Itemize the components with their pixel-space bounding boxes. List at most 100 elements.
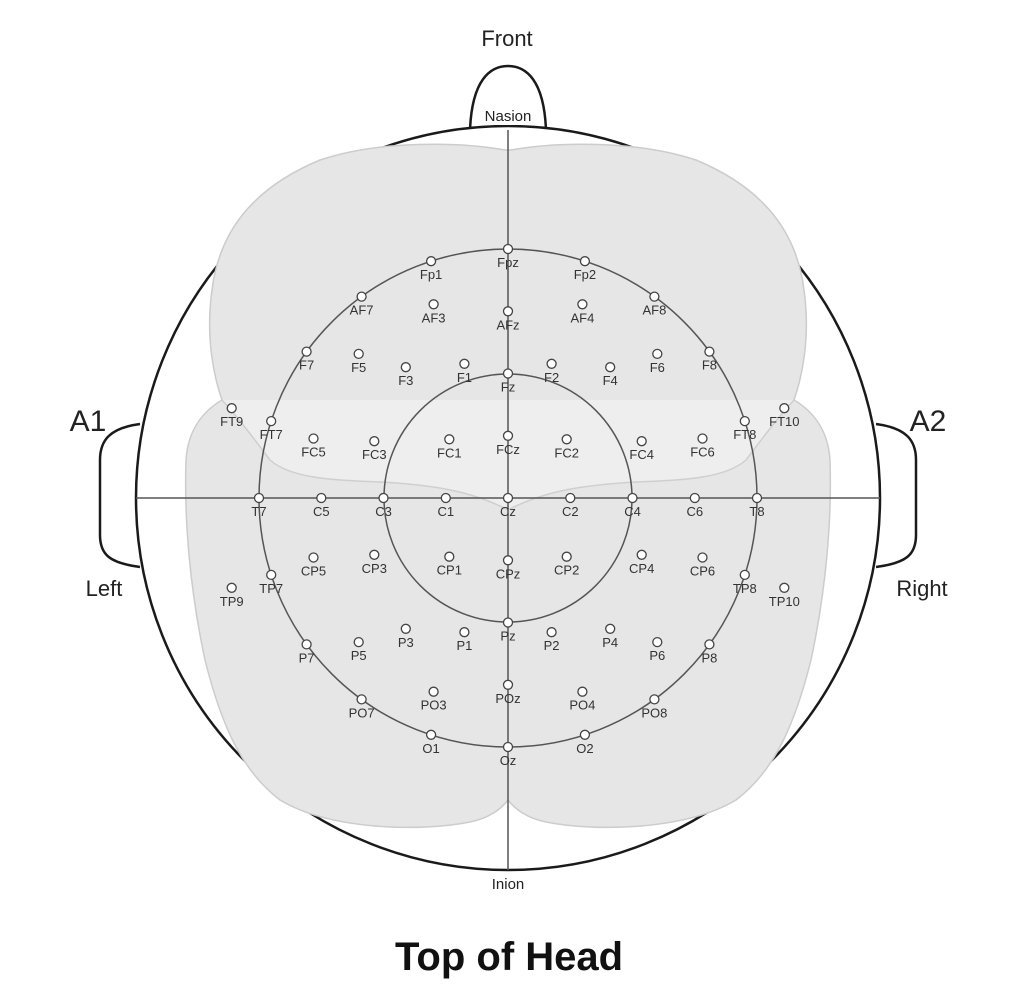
- electrode-t7-marker: [253, 492, 265, 504]
- electrode-c1-marker: [440, 492, 451, 504]
- electrode-cp1-label: CP1: [437, 563, 462, 578]
- electrode-c2-label: C2: [562, 504, 579, 519]
- electrode-cp6-marker: [697, 552, 708, 563]
- electrode-af4-marker: [577, 299, 588, 310]
- electrode-f2-label: F2: [544, 370, 559, 385]
- electrode-cp4-marker: [636, 549, 647, 560]
- electrode-af8-label: AF8: [642, 303, 666, 318]
- electrode-fc5-marker: [308, 433, 319, 444]
- electrode-c4-label: C4: [624, 504, 641, 519]
- electrode-t7-label: T7: [251, 504, 266, 519]
- a1-label: A1: [70, 405, 107, 438]
- electrode-p4-marker: [605, 623, 616, 634]
- electrode-fc6-label: FC6: [690, 445, 715, 460]
- electrode-f4-marker: [605, 362, 616, 373]
- electrode-p7-label: P7: [299, 650, 315, 665]
- electrode-po8-label: PO8: [641, 705, 667, 720]
- electrode-tp9-marker: [226, 582, 237, 593]
- electrode-ft7-marker: [266, 415, 277, 427]
- electrode-f5-label: F5: [351, 360, 366, 375]
- electrode-f6-marker: [652, 348, 663, 360]
- electrode-p1-marker: [459, 627, 470, 638]
- nasion-label-bg: [477, 105, 539, 125]
- electrode-c5-marker: [316, 492, 327, 504]
- electrode-fc1-marker: [444, 434, 455, 445]
- electrode-fpz-marker: [502, 243, 514, 255]
- electrode-ft10-marker: [779, 403, 790, 414]
- electrode-afz-marker: [502, 306, 514, 317]
- right-ear-outline: [875, 422, 918, 569]
- electrode-po7-label: PO7: [349, 705, 375, 720]
- electrode-af7-marker: [356, 291, 367, 302]
- electrode-f8-marker: [704, 346, 715, 357]
- electrode-po8-marker: [649, 694, 660, 705]
- electrode-ft7-label: FT7: [260, 427, 283, 442]
- electrode-poz-marker: [502, 679, 514, 690]
- electrode-f3-label: F3: [398, 373, 413, 388]
- electrode-fp1-marker: [425, 256, 437, 267]
- electrode-cp2-marker: [561, 551, 572, 562]
- electrode-fcz-label: FCz: [496, 442, 520, 457]
- electrode-tp8-label: TP8: [733, 581, 757, 596]
- electrode-p6-label: P6: [649, 648, 665, 663]
- front-label: Front: [481, 26, 532, 51]
- electrode-af8-marker: [649, 291, 660, 302]
- electrode-cz-label: Cz: [500, 504, 516, 519]
- electrode-f2-marker: [546, 358, 557, 369]
- electrode-pz-marker: [502, 617, 514, 628]
- electrode-fc5-label: FC5: [301, 445, 326, 460]
- electrode-fc2-marker: [561, 434, 572, 445]
- electrode-ft9-marker: [226, 403, 237, 414]
- electrode-fz-marker: [502, 368, 514, 379]
- electrode-c4-marker: [627, 492, 638, 504]
- electrode-c6-marker: [689, 492, 700, 504]
- electrode-p5-marker: [353, 636, 364, 648]
- electrode-p3-label: P3: [398, 635, 414, 650]
- electrode-po3-label: PO3: [421, 698, 447, 713]
- electrode-cp5-marker: [308, 552, 319, 563]
- electrode-po3-marker: [428, 686, 439, 697]
- electrode-po4-label: PO4: [569, 698, 595, 713]
- electrode-f6-label: F6: [650, 360, 665, 375]
- electrode-t8-label: T8: [749, 504, 764, 519]
- left-label: Left: [86, 576, 123, 601]
- electrode-p6-marker: [652, 636, 663, 648]
- electrode-t8-marker: [751, 492, 763, 504]
- electrode-cz-marker: [502, 492, 514, 504]
- electrode-tp7-marker: [266, 569, 277, 581]
- electrode-c1-label: C1: [437, 504, 454, 519]
- electrode-af7-label: AF7: [350, 303, 374, 318]
- electrode-f1-marker: [459, 358, 470, 369]
- electrode-c3-marker: [378, 492, 389, 504]
- electrode-tp7-label: TP7: [259, 581, 283, 596]
- electrode-p3-marker: [400, 623, 411, 634]
- electrode-c3-label: C3: [375, 504, 392, 519]
- electrode-fc1-label: FC1: [437, 445, 462, 460]
- electrode-o1-label: O1: [422, 741, 439, 756]
- electrode-af4-label: AF4: [570, 310, 594, 325]
- electrode-cp2-label: CP2: [554, 563, 579, 578]
- electrode-fz-label: Fz: [501, 380, 515, 395]
- electrode-o1-marker: [425, 729, 437, 740]
- electrode-cp4-label: CP4: [629, 561, 654, 576]
- electrode-f5-marker: [353, 348, 364, 360]
- electrode-fc6-marker: [697, 433, 708, 444]
- inion-label-bg: [483, 872, 533, 892]
- electrode-cp5-label: CP5: [301, 564, 326, 579]
- right-label: Right: [896, 576, 947, 601]
- electrode-c2-marker: [565, 492, 576, 504]
- electrode-af3-marker: [428, 299, 439, 310]
- electrode-f4-label: F4: [603, 373, 618, 388]
- electrode-f8-label: F8: [702, 358, 717, 373]
- electrode-fc3-marker: [369, 436, 380, 447]
- electrode-po4-marker: [577, 686, 588, 697]
- electrode-cpz-label: CPz: [496, 566, 521, 581]
- diagram-title: Top of Head: [395, 935, 623, 979]
- electrode-p1-label: P1: [456, 638, 472, 653]
- electrode-tp8-marker: [739, 569, 750, 581]
- electrode-p8-marker: [704, 639, 715, 650]
- electrode-fp2-label: Fp2: [574, 267, 596, 282]
- electrode-cp3-marker: [369, 549, 380, 560]
